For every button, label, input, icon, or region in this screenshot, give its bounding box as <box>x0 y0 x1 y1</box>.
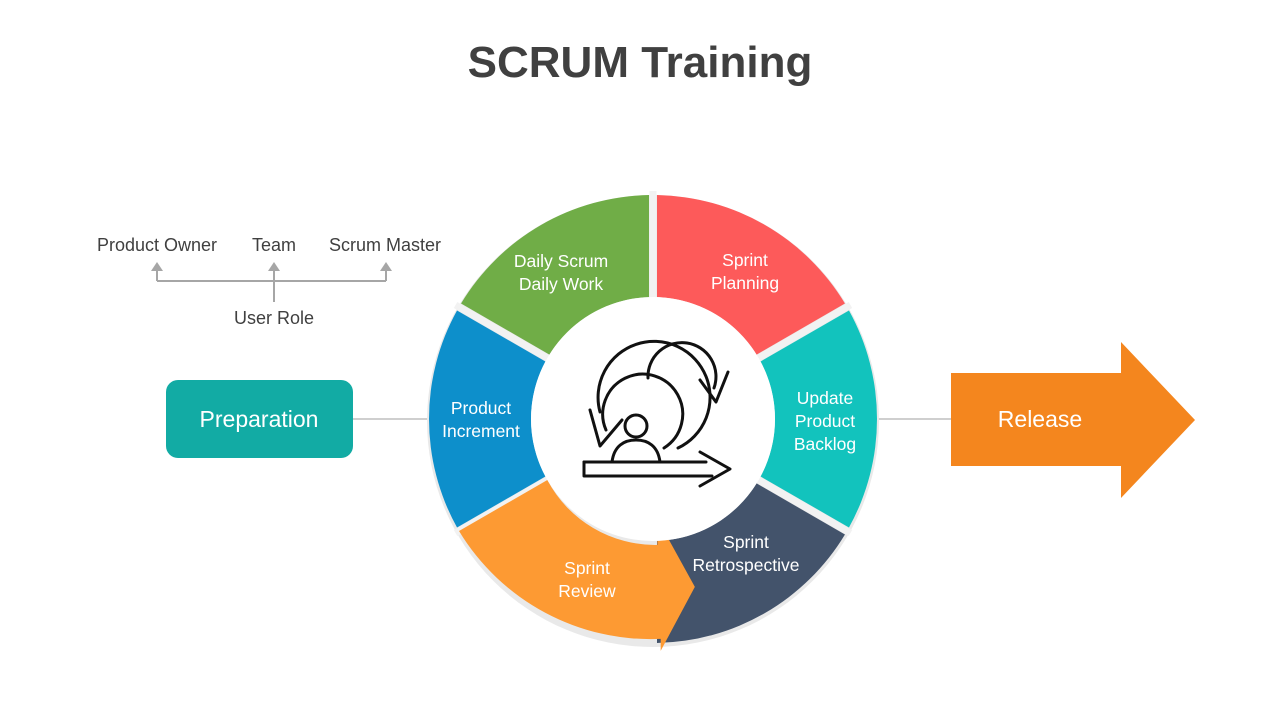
release-label: Release <box>998 406 1082 432</box>
segment-label-line: Backlog <box>794 434 856 454</box>
preparation-label: Preparation <box>200 406 319 432</box>
segment-label-line: Planning <box>711 273 779 293</box>
segment-label-line: Update <box>797 388 853 408</box>
ring-center <box>531 297 775 541</box>
page-title: SCRUM Training <box>467 38 813 87</box>
segment-separator <box>755 475 853 537</box>
segment-label-line: Sprint <box>723 532 769 552</box>
segment-product-increment <box>429 310 546 528</box>
segment-daily-scrum <box>461 195 650 355</box>
preparation-box <box>166 380 353 458</box>
segment-separator <box>453 301 551 363</box>
segment-label-line: Sprint <box>722 250 768 270</box>
user-role-label: User Role <box>234 308 314 328</box>
segment-update-product-backlog <box>760 310 877 528</box>
release-arrow <box>951 342 1195 498</box>
segment-sprint-review <box>459 480 695 651</box>
segment-separator <box>755 301 853 363</box>
segment-label-line: Sprint <box>564 558 610 578</box>
scrum-cycle-person-icon <box>582 339 732 488</box>
segment-label-line: Daily Scrum <box>514 251 608 271</box>
segment-sprint-planning <box>656 195 845 355</box>
user-role-tree <box>151 262 392 302</box>
role-team: Team <box>252 235 296 255</box>
role-scrum-master: Scrum Master <box>329 235 441 255</box>
segment-label-line: Review <box>558 581 616 601</box>
segment-sprint-retrospective <box>656 483 845 643</box>
role-product-owner: Product Owner <box>97 235 217 255</box>
segment-label-line: Increment <box>442 421 520 441</box>
segment-label-line: Daily Work <box>519 274 604 294</box>
segment-label-line: Product <box>795 411 855 431</box>
segment-label-line: Product <box>451 398 511 418</box>
segment-label-line: Retrospective <box>693 555 800 575</box>
